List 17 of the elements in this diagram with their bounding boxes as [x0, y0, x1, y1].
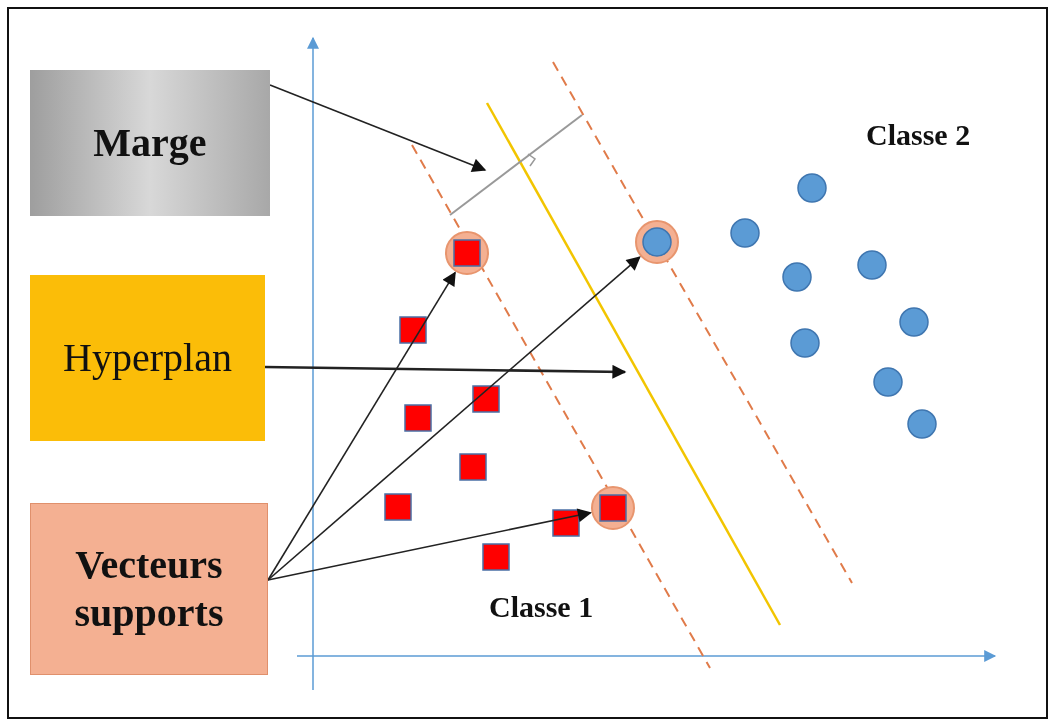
arrow [265, 364, 627, 379]
margin-width-line [449, 114, 583, 216]
margin-label-box [30, 70, 270, 216]
box-label: Vecteurs supports [73, 541, 225, 637]
support-vector-marker [591, 486, 635, 530]
support-vectors-label-box [30, 503, 268, 675]
class-label: Classe 1 [489, 590, 594, 624]
arrow [269, 84, 487, 172]
class-label: Classe 2 [866, 118, 971, 152]
box-label: Hyperplan [63, 334, 232, 382]
box-label: Marge [93, 119, 207, 167]
arrow [267, 508, 592, 581]
hyperplane-label-box [30, 275, 265, 441]
support-vector-marker [445, 231, 489, 275]
arrow [267, 256, 641, 581]
arrow [267, 271, 456, 581]
support-vector-marker [635, 220, 679, 264]
